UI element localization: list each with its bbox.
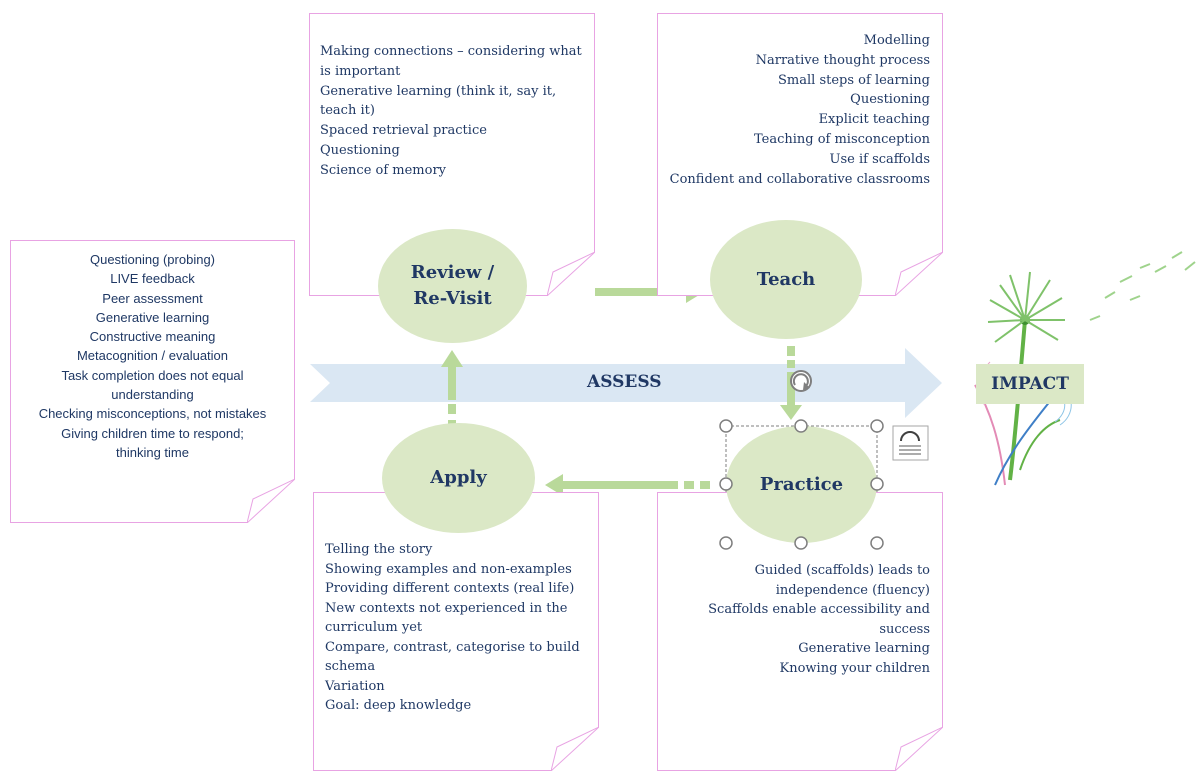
note-review-line: Questioning	[320, 142, 400, 158]
page-fold-icon	[247, 479, 295, 523]
resize-handle[interactable]	[719, 536, 733, 550]
stage-practice-label: Practice	[759, 473, 844, 495]
note-practice-line: success	[879, 621, 930, 637]
resize-handle[interactable]	[719, 419, 733, 433]
note-teach-line: Confident and collaborative classrooms	[669, 171, 930, 187]
page-fold-icon	[895, 252, 943, 296]
resize-handle[interactable]	[794, 536, 808, 550]
resize-handle[interactable]	[870, 536, 884, 550]
note-left-line: Giving children time to respond;	[61, 425, 244, 441]
note-practice-line: independence (fluency)	[775, 582, 930, 598]
stage-teach-label: Teach	[756, 268, 816, 290]
note-left-line: Checking misconceptions, not mistakes	[38, 406, 267, 422]
note-left-line: Constructive meaning	[89, 329, 216, 345]
note-practice-line: Scaffolds enable accessibility and	[708, 602, 930, 617]
note-practice-line: Guided (scaffolds) leads to	[754, 563, 930, 578]
note-left-line: Task completion does not equal	[61, 367, 244, 383]
resize-handle[interactable]	[870, 419, 884, 433]
note-teach-line: Use if scaffolds	[829, 151, 930, 167]
note-apply-line: Showing examples and non-examples	[325, 561, 572, 577]
note-left-text: Questioning (probing) LIVE feedback Peer…	[11, 250, 294, 462]
page-fold-icon	[551, 727, 599, 771]
note-teach-line: Teaching of misconception	[753, 131, 930, 147]
note-review-line: Spaced retrieval practice	[320, 123, 487, 139]
note-teach-line: Small steps of learning	[778, 72, 930, 88]
impact-box: IMPACT	[976, 364, 1084, 404]
note-apply-line: Telling the story	[325, 542, 433, 557]
note-left-line: Questioning (probing)	[89, 252, 216, 267]
resize-handle[interactable]	[719, 477, 733, 491]
note-apply-line: curriculum yet	[325, 620, 423, 635]
note-left-line: thinking time	[116, 444, 189, 460]
note-apply-line: Variation	[325, 678, 385, 694]
note-practice-line: Knowing your children	[779, 660, 930, 676]
note-review-line: is important	[320, 63, 401, 79]
note-left-line: Generative learning	[95, 309, 210, 325]
resize-handle[interactable]	[794, 419, 808, 433]
stage-review[interactable]: Review / Re-Visit	[378, 229, 527, 343]
note-apply: Telling the story Showing examples and n…	[313, 492, 599, 771]
note-teach-line: Explicit teaching	[818, 112, 930, 128]
assess-label: ASSESS	[587, 372, 662, 392]
note-left-line: Metacognition / evaluation	[76, 348, 229, 364]
arrow-practice-to-apply	[545, 474, 710, 496]
note-review-line: Generative learning (think it, say it,	[320, 83, 557, 99]
resize-handle[interactable]	[870, 477, 884, 491]
stage-practice[interactable]: Practice	[726, 426, 877, 543]
note-apply-line: Compare, contrast, categorise to build	[325, 639, 580, 655]
note-practice-text: Guided (scaffolds) leads to independence…	[660, 561, 930, 678]
stage-apply-label: Apply	[430, 467, 487, 488]
dandelion-icon	[974, 251, 1196, 486]
stage-teach[interactable]: Teach	[710, 220, 862, 339]
note-teach-text: Modelling Narrative thought process Smal…	[660, 31, 930, 189]
note-teach-line: Modelling	[863, 33, 930, 48]
note-teach-line: Narrative thought process	[755, 52, 930, 68]
note-apply-line: Providing different contexts (real life)	[325, 581, 575, 596]
stage-apply[interactable]: Apply	[382, 423, 535, 533]
note-review-line: Science of memory	[320, 162, 447, 178]
note-review-line: Making connections – considering what	[320, 44, 582, 59]
note-left-line: LIVE feedback	[110, 271, 195, 287]
layout-options-icon[interactable]	[892, 425, 929, 461]
note-teach-line: Questioning	[850, 92, 930, 108]
rotate-handle-icon[interactable]	[790, 370, 812, 392]
arrow-teach-to-practice	[780, 346, 802, 420]
note-apply-text: Telling the story Showing examples and n…	[325, 540, 595, 716]
note-apply-line: Goal: deep knowledge	[325, 698, 472, 713]
note-left: Questioning (probing) LIVE feedback Peer…	[10, 240, 295, 523]
note-review-line: teach it)	[320, 103, 375, 119]
note-practice-line: Generative learning	[798, 641, 930, 656]
assess-arrow	[310, 348, 942, 418]
note-left-line: understanding	[111, 387, 194, 403]
impact-label: IMPACT	[991, 374, 1069, 394]
note-apply-line: New contexts not experienced in the	[325, 600, 568, 616]
note-left-line: Peer assessment	[102, 290, 203, 306]
stage-review-label: Review / Re-Visit	[410, 262, 495, 309]
note-review-text: Making connections – considering what is…	[320, 42, 590, 181]
note-apply-line: schema	[325, 659, 376, 674]
page-fold-icon	[547, 252, 595, 296]
page-fold-icon	[895, 727, 943, 771]
